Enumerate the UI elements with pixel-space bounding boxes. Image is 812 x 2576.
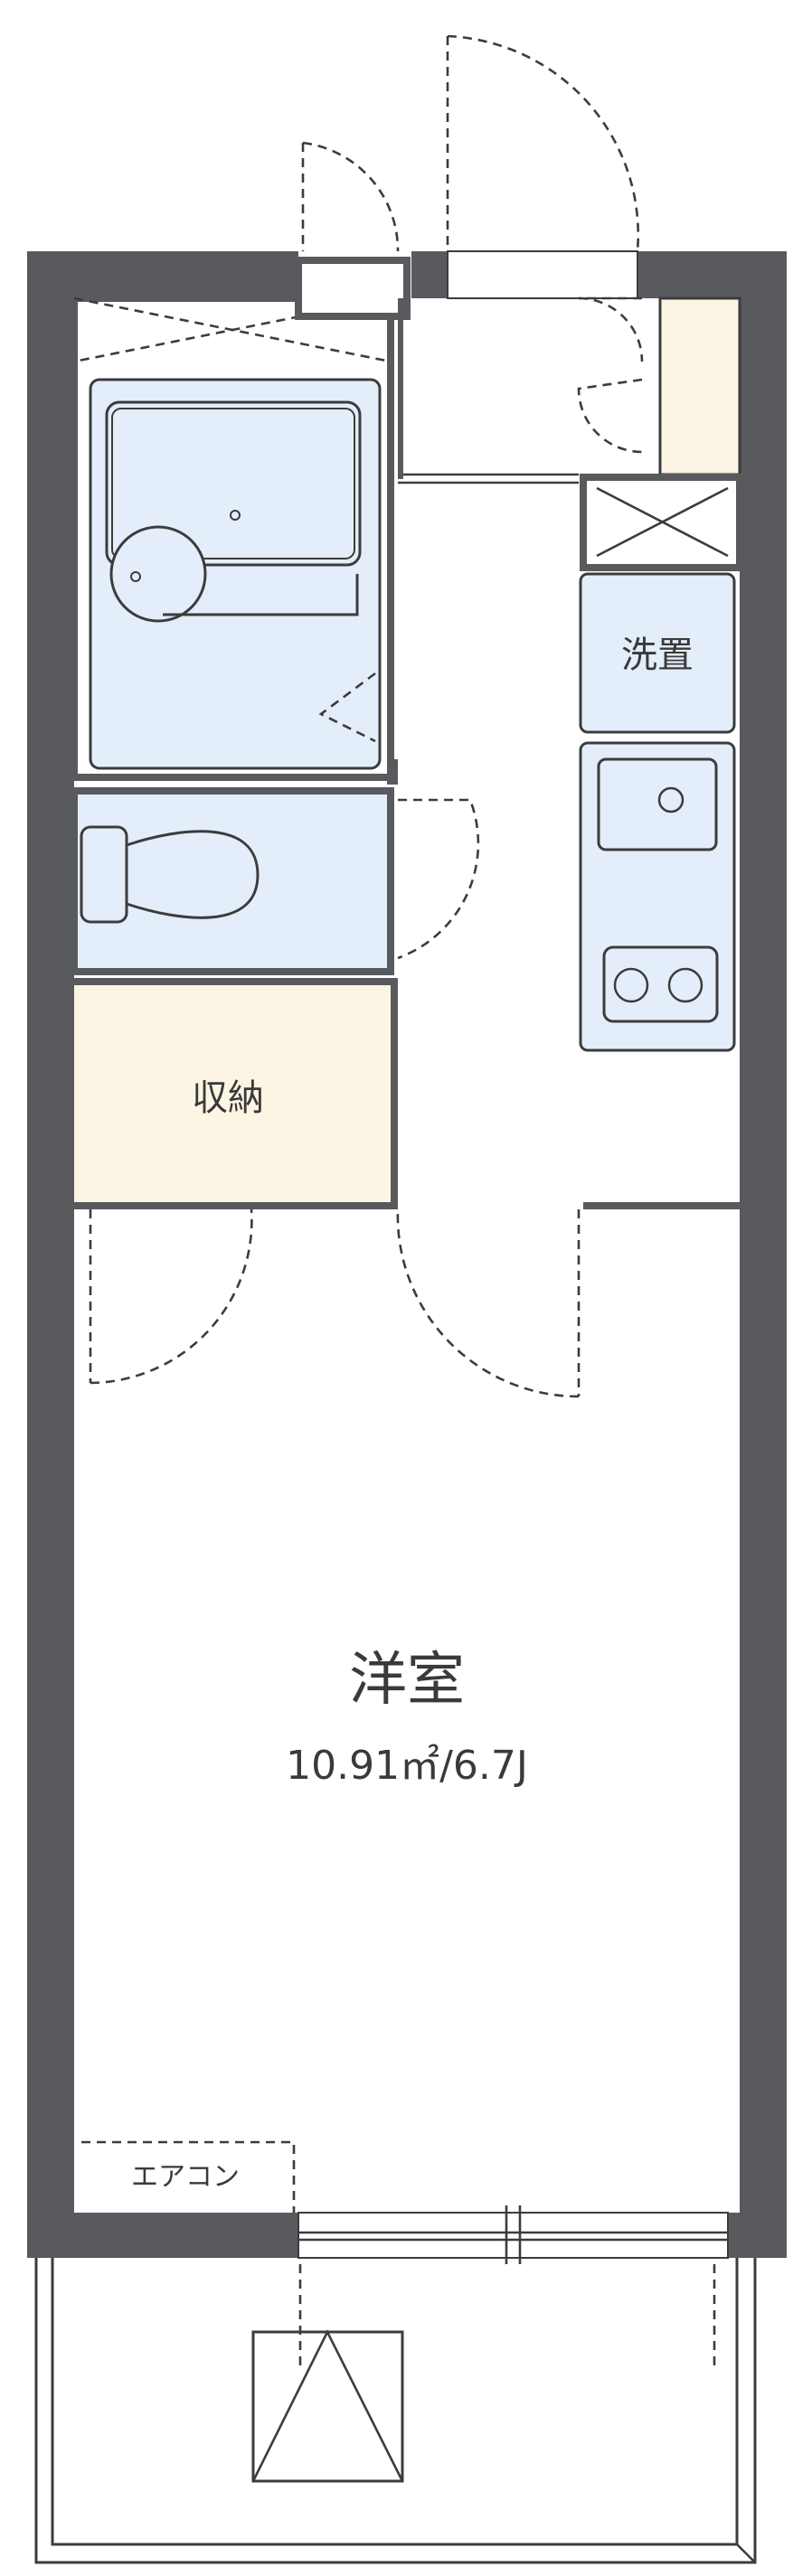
balcony	[34, 2258, 757, 2564]
interior-doors	[89, 1208, 581, 1398]
aircon-label: エアコン	[131, 2161, 240, 2193]
toilet-room	[71, 787, 480, 975]
balcony-window	[297, 2205, 729, 2264]
entrance	[295, 34, 644, 484]
kitchen	[579, 741, 736, 1052]
bathroom	[71, 295, 398, 785]
washer-label: 洗置	[621, 635, 694, 676]
room-name: 洋室	[349, 1647, 465, 1714]
room-size: 10.91㎡/6.7J	[286, 1743, 528, 1789]
washer-space: 洗置	[579, 572, 736, 734]
storage-closet: 収納	[74, 978, 398, 1208]
exterior-walls	[27, 251, 787, 2258]
shoe-cabinet	[658, 296, 741, 476]
aircon-unit: エアコン	[81, 2140, 296, 2213]
partition-wall	[74, 1202, 740, 1209]
utility-space	[580, 474, 743, 571]
western-room: 洋室 10.91㎡/6.7J	[286, 1647, 528, 1789]
storage-label: 収納	[192, 1077, 264, 1119]
